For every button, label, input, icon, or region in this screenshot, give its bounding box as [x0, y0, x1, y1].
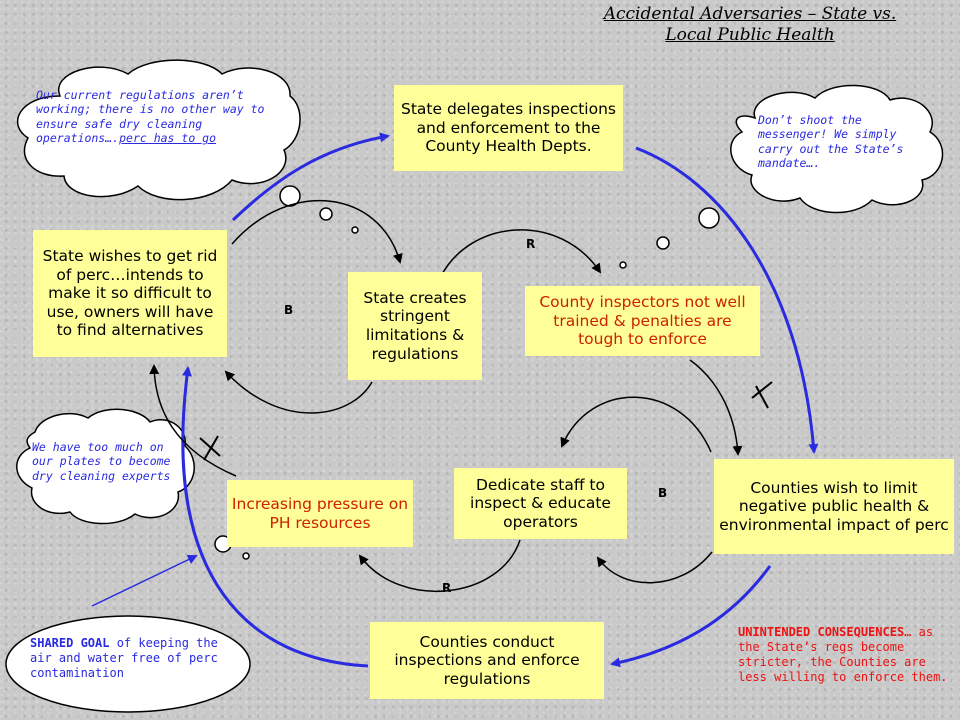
arrow-counties-wish-to-dedicate: [560, 396, 712, 453]
thought-bubble-medium: [319, 207, 333, 221]
box-increasing-pressure: Increasing pressure on PH resources: [227, 480, 413, 547]
shared-goal-ellipse: [5, 615, 251, 713]
unintended-bold: UNINTENDED CONSEQUENCES: [738, 625, 905, 639]
diagram-title: Accidental Adversaries – State vs. Local…: [560, 4, 940, 45]
arrow-pressure-to-wishes: [149, 364, 237, 477]
box-state-creates: State creates stringent limitations & re…: [348, 272, 482, 380]
arrow-wishes-to-delegates: [231, 132, 390, 222]
unintended-rest: … as the State’s regs become stricter, t…: [738, 625, 948, 684]
box-dedicate-staff: Dedicate staff to inspect & educate oper…: [454, 468, 627, 539]
title-line-2: Local Public Health: [665, 24, 835, 45]
arrow-creates-to-inspectors: [439, 229, 602, 279]
shared-goal-rest: of keeping the air and water free of per…: [30, 636, 218, 680]
cloud-county-thought-text: Don’t shoot the messenger! We simply car…: [758, 113, 904, 171]
thought-bubble-small: [351, 226, 359, 234]
title-line-1: Accidental Adversaries – State vs.: [603, 4, 897, 24]
arrow-conduct-to-wishes: [181, 366, 369, 668]
thought-bubble-small: [242, 552, 250, 560]
thought-bubble-small: [619, 261, 627, 269]
shared-goal-bold: SHARED GOAL: [30, 636, 110, 650]
cloud-state-thought-main: Our current regulations aren’t working; …: [36, 88, 265, 146]
unintended-consequences-text: UNINTENDED CONSEQUENCES… as the State’s …: [738, 625, 950, 685]
loop-label-b-right: B: [658, 486, 668, 500]
arrow-dedicate-to-pressure: [358, 539, 521, 593]
box-state-wishes: State wishes to get rid of perc…intends …: [33, 230, 227, 357]
box-county-inspectors: County inspectors not well trained & pen…: [525, 286, 760, 356]
loop-label-r-bottom: R: [442, 581, 452, 595]
cloud-state-thought: [16, 59, 301, 201]
arrow-counties-wish-to-conduct: [610, 565, 772, 668]
cloud-county-burden-text: We have too much on our plates to become…: [32, 440, 171, 483]
box-state-delegates: State delegates inspections and enforcem…: [394, 85, 623, 171]
thought-bubble-large: [279, 185, 301, 207]
box-counties-conduct: Counties conduct inspections and enforce…: [370, 622, 604, 699]
cloud-county-thought: [730, 84, 944, 214]
arrow-wishes-to-creates: [231, 199, 403, 264]
cloud-state-thought-underlined: perc has to go: [119, 131, 217, 146]
loop-label-b-left: B: [284, 303, 294, 317]
thought-bubble-large: [698, 207, 720, 229]
loop-label-r-top: R: [526, 237, 536, 251]
cloud-county-burden: [16, 408, 195, 525]
arrow-delegates-to-counties-wish: [635, 146, 819, 454]
shared-goal-text: SHARED GOAL of keeping the air and water…: [30, 636, 230, 681]
arrow-counties-wish-back: [596, 551, 713, 584]
arrow-delay-mark: [751, 381, 773, 409]
box-counties-wish: Counties wish to limit negative public h…: [714, 459, 954, 554]
arrow-shared-goal: [91, 554, 198, 607]
arrow-inspectors-to-counties-wish: [689, 359, 743, 456]
arrow-creates-to-wishes: [224, 370, 373, 414]
thought-bubble-medium: [656, 236, 670, 250]
arrow-delay-mark: [199, 435, 221, 461]
cloud-state-thought-text: Our current regulations aren’t working; …: [36, 88, 292, 146]
